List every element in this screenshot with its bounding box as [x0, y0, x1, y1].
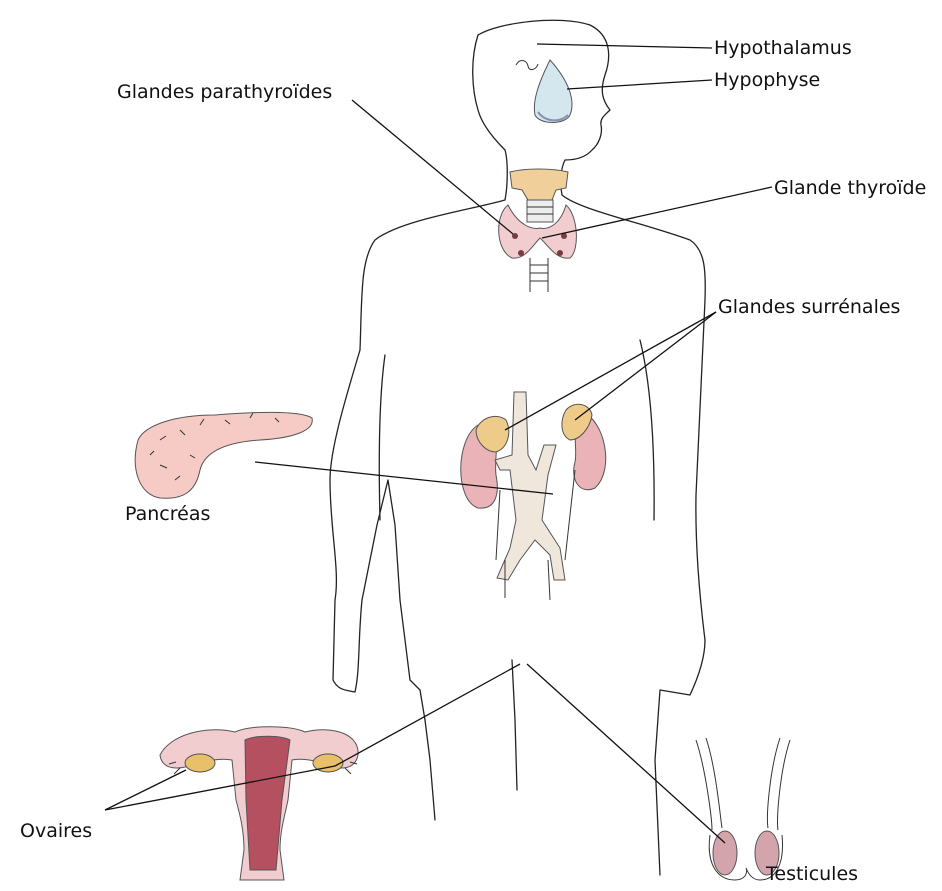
thyroide-leader	[542, 187, 772, 238]
surrenales-leader-left	[505, 312, 716, 430]
hypothalamus-hypophyse	[516, 60, 572, 123]
label-ovaires: Ovaires	[20, 820, 92, 842]
pancreas-organ	[135, 412, 312, 498]
label-thyroide: Glande thyroïde	[774, 177, 926, 199]
thyroid-larynx	[499, 169, 577, 292]
ovaires-leader-left	[105, 770, 186, 810]
testicules-leader	[527, 664, 725, 843]
label-hypothalamus: Hypothalamus	[714, 37, 852, 59]
testicles	[696, 738, 790, 880]
hypophyse-leader	[567, 80, 712, 89]
hypothalamus-leader	[537, 44, 712, 48]
label-pancreas: Pancréas	[125, 503, 210, 525]
label-parathyroides: Glandes parathyroïdes	[117, 81, 332, 103]
uterus-ovaries	[160, 727, 358, 880]
kidneys-adrenals	[461, 392, 606, 600]
label-surrenales: Glandes surrénales	[718, 296, 900, 318]
label-testicules: Testicules	[765, 863, 858, 885]
surrenales-leader-right	[575, 312, 716, 420]
parathyroides-leader	[352, 100, 513, 234]
ovaires-leader-top	[335, 664, 520, 766]
ovaires-leader-right	[105, 766, 335, 810]
label-hypophyse: Hypophyse	[714, 69, 820, 91]
